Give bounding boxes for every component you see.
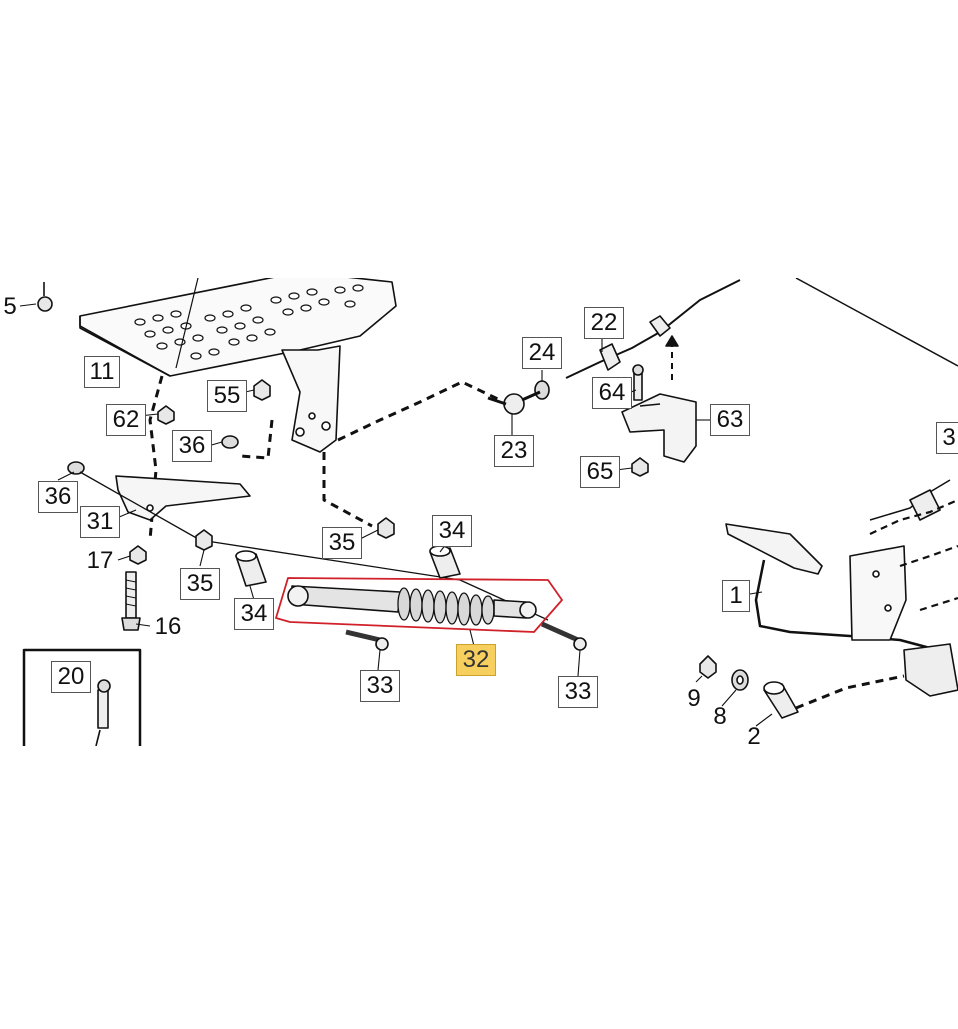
callout-64: 64 — [592, 377, 632, 409]
callout-33-left: 33 — [360, 670, 400, 702]
callout-33-right: 33 — [558, 676, 598, 708]
callout-36-lower: 36 — [38, 481, 78, 513]
callout-17: 17 — [86, 547, 114, 574]
shock-absorber-part-32 — [287, 585, 537, 626]
callout-2: 2 — [747, 723, 761, 750]
callout-5: 5 — [3, 293, 17, 320]
callout-8: 8 — [713, 703, 727, 730]
callout-32-highlighted[interactable]: 32 — [456, 644, 496, 676]
highlight-outline — [275, 577, 563, 633]
callout-62: 62 — [106, 404, 146, 436]
callout-24: 24 — [522, 337, 562, 369]
callout-34-left: 34 — [234, 598, 274, 630]
callout-22: 22 — [584, 307, 624, 339]
callout-65: 65 — [580, 456, 620, 488]
callout-36-upper: 36 — [172, 430, 212, 462]
callout-9: 9 — [687, 685, 701, 712]
callout-55: 55 — [207, 380, 247, 412]
callout-35-left: 35 — [180, 568, 220, 600]
callout-35-right: 35 — [322, 527, 362, 559]
footplate-part-11 — [79, 278, 397, 453]
callout-1: 1 — [722, 580, 750, 612]
callout-3: 3 — [936, 422, 958, 454]
callout-16: 16 — [154, 613, 182, 640]
callout-20: 20 — [51, 661, 91, 693]
callout-34-right: 34 — [432, 515, 472, 547]
callout-23: 23 — [494, 435, 534, 467]
callout-11: 11 — [84, 356, 120, 388]
callout-63: 63 — [710, 404, 750, 436]
callout-31: 31 — [80, 506, 120, 538]
